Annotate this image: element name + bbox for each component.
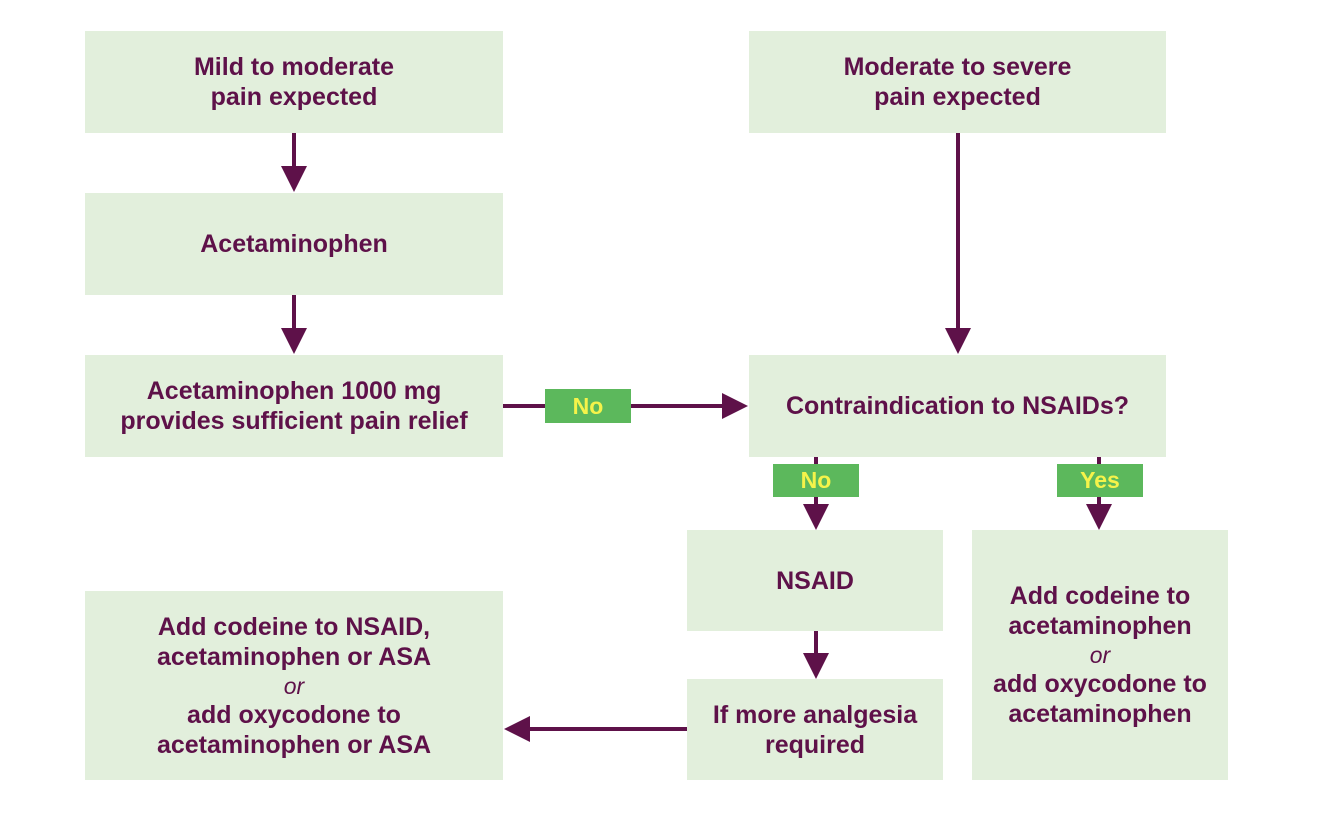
node-mild-pain: Mild to moderate pain expected xyxy=(85,31,503,133)
node-severe-pain: Moderate to severe pain expected xyxy=(749,31,1166,133)
node-add-codeine-nsaid-line4: acetaminophen or ASA xyxy=(156,730,432,759)
node-add-codeine-acet-line3: add oxycodone to xyxy=(993,670,1207,698)
badge-no-contraindication: No xyxy=(773,464,859,497)
node-mild-pain-line2: pain expected xyxy=(210,83,378,111)
node-acetaminophen: Acetaminophen xyxy=(85,193,503,295)
node-add-codeine-acet-line1: Add codeine to xyxy=(1009,582,1191,610)
node-severe-pain-line2: pain expected xyxy=(874,83,1041,111)
node-more-analgesia-line1: If more analgesia xyxy=(712,700,918,729)
arrowhead-1000mg-to-contraindication xyxy=(722,393,748,419)
node-acetaminophen-line1: Acetaminophen xyxy=(200,230,388,258)
node-add-codeine-nsaid-line2: acetaminophen or ASA xyxy=(156,642,432,671)
node-acetaminophen-1000-line1: Acetaminophen 1000 mg xyxy=(146,377,442,405)
node-add-codeine-acet: Add codeine to acetaminophen or add oxyc… xyxy=(972,530,1228,780)
node-more-analgesia: If more analgesia required xyxy=(687,679,943,780)
arrowhead-nsaid-to-more-analgesia xyxy=(803,653,829,679)
arrowhead-severe-to-contraindication xyxy=(945,328,971,354)
arrowhead-contraindication-to-codeine-acet xyxy=(1086,504,1112,530)
node-contraindication: Contraindication to NSAIDs? xyxy=(749,355,1166,457)
node-more-analgesia-line2: required xyxy=(764,730,866,759)
node-add-codeine-nsaid-or: or xyxy=(283,672,305,699)
node-add-codeine-nsaid-line1: Add codeine to NSAID, xyxy=(157,612,431,641)
arrowhead-contraindication-to-nsaid xyxy=(803,504,829,530)
node-acetaminophen-1000: Acetaminophen 1000 mg provides sufficien… xyxy=(85,355,503,457)
badge-no-relief: No xyxy=(545,389,631,423)
arrowhead-mild-to-acetaminophen xyxy=(281,166,307,192)
arrowhead-more-analgesia-to-codeine-nsaid xyxy=(504,716,530,742)
node-mild-pain-line1: Mild to moderate xyxy=(193,53,394,81)
badge-yes-contraindication: Yes xyxy=(1057,464,1143,497)
node-severe-pain-line1: Moderate to severe xyxy=(843,53,1072,81)
node-nsaid: NSAID xyxy=(687,530,943,631)
node-add-codeine-nsaid-line3: add oxycodone to xyxy=(187,700,401,729)
node-add-codeine-acet-line2: acetaminophen xyxy=(1008,612,1192,640)
arrowhead-acetaminophen-to-1000mg xyxy=(281,328,307,354)
node-contraindication-line1: Contraindication to NSAIDs? xyxy=(785,392,1130,420)
node-add-codeine-acet-or: or xyxy=(1089,642,1111,668)
node-add-codeine-acet-line4: acetaminophen xyxy=(1008,700,1192,728)
node-add-codeine-nsaid: Add codeine to NSAID, acetaminophen or A… xyxy=(85,591,503,780)
node-nsaid-line1: NSAID xyxy=(776,566,854,595)
node-acetaminophen-1000-line2: provides sufficient pain relief xyxy=(120,407,468,435)
